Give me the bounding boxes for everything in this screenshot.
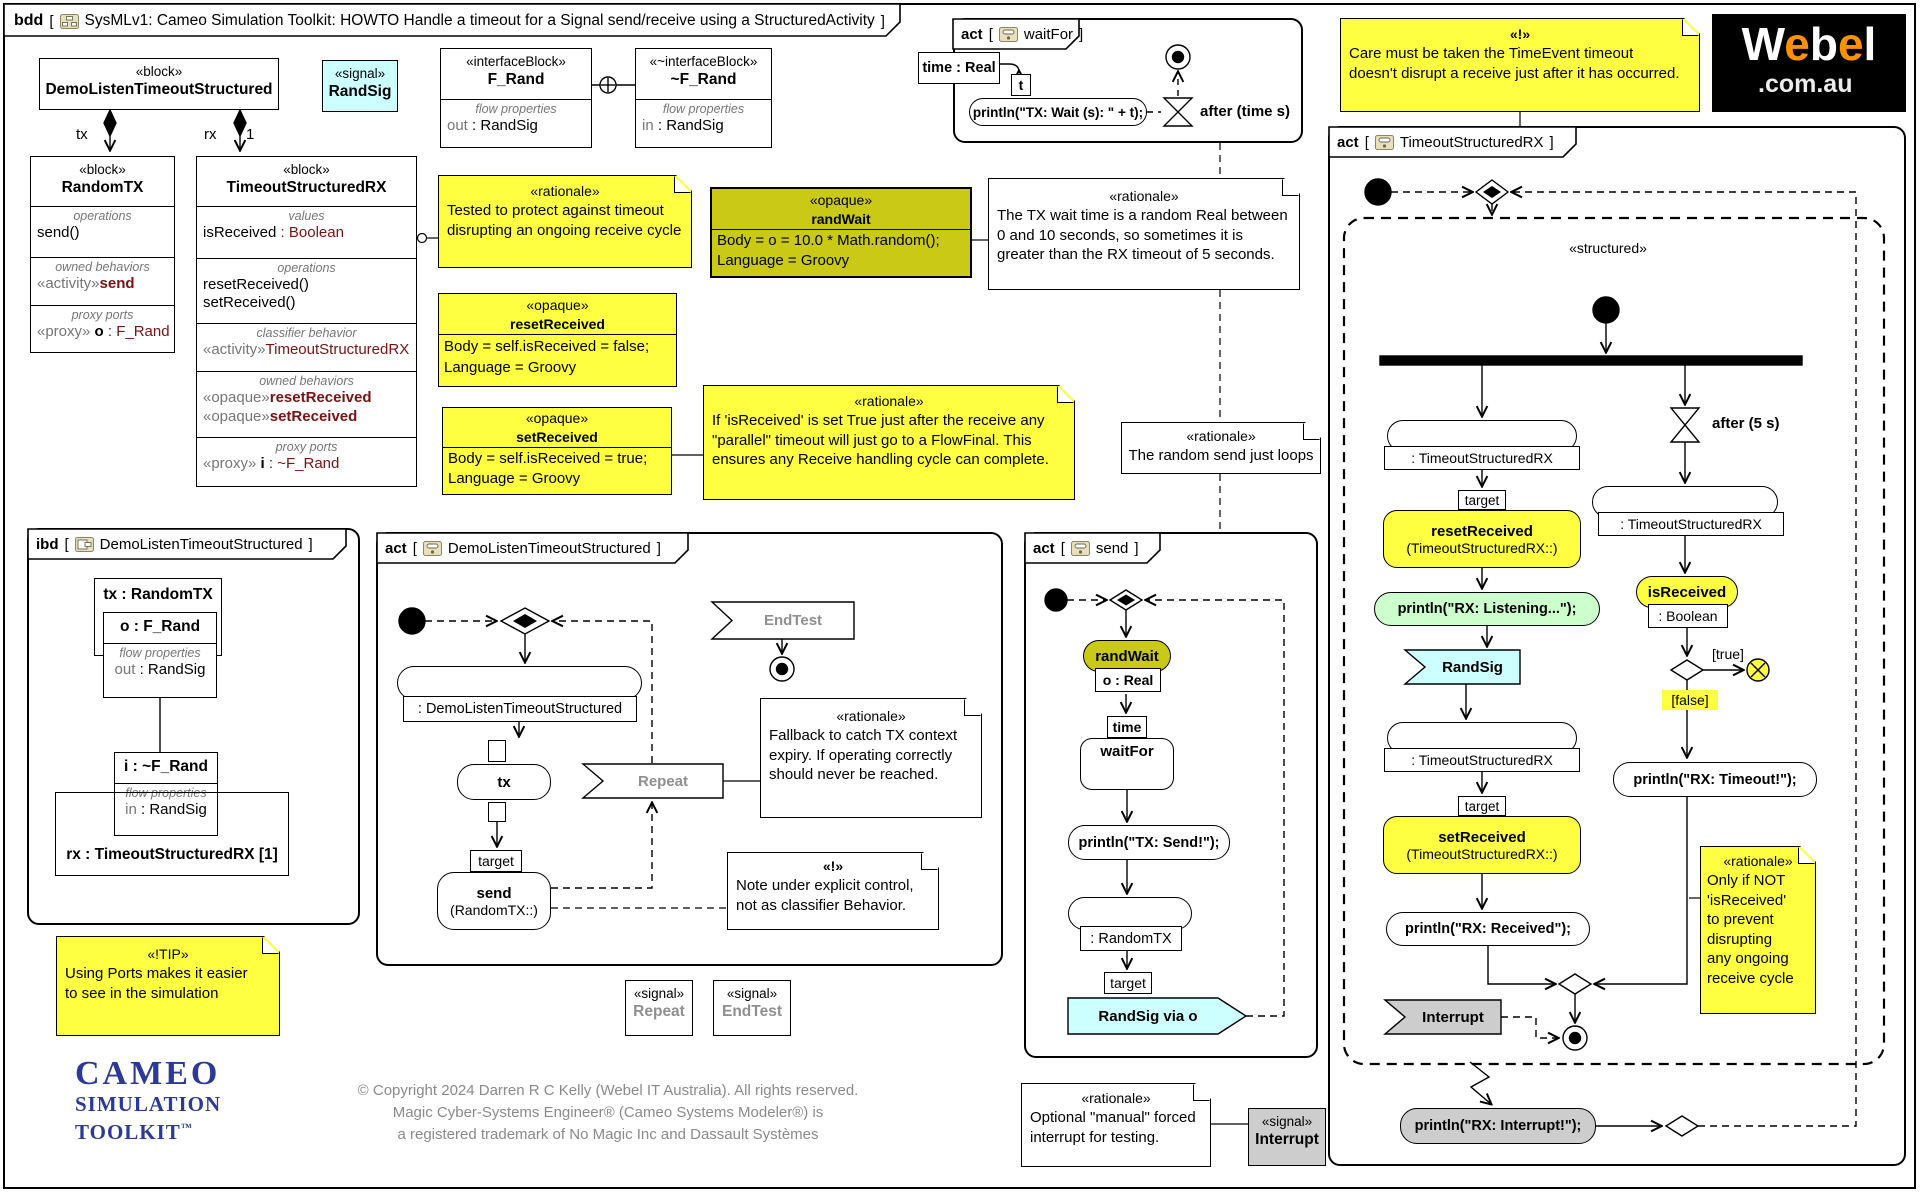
signal-endtest[interactable]: «signal» EndTest — [713, 980, 791, 1036]
send-act-frame[interactable] — [1024, 532, 1318, 1058]
read-self-rx-2-label[interactable]: : TimeoutStructuredRX — [1384, 748, 1580, 772]
target-pin-label[interactable]: target — [1458, 796, 1506, 816]
act-diagram-icon — [1374, 134, 1394, 150]
rationale-note-only[interactable]: «rationale» Only if NOT 'isReceived' to … — [1700, 846, 1816, 1014]
act-diagram-icon — [1070, 540, 1090, 556]
rationale-note-loops[interactable]: «rationale» The random send just loops — [1121, 422, 1321, 474]
bdd-frame[interactable] — [3, 3, 1916, 1189]
action-println-rx-timeout[interactable]: println("RX: Timeout!"); — [1613, 762, 1817, 797]
activity-parameter-time[interactable]: time : Real — [918, 52, 1000, 84]
action-send[interactable]: send (RandomTX::) — [437, 872, 551, 930]
structured-region-label[interactable]: «structured» — [1569, 240, 1647, 256]
call-behavior-demo[interactable] — [397, 666, 642, 700]
interfaceblock-nfrand[interactable]: «~interfaceBlock»~F_Rand flow properties… — [635, 48, 772, 148]
action-resetreceived[interactable]: resetReceived (TimeoutStructuredRX::) — [1383, 510, 1581, 568]
multiplicity-label[interactable]: 1 — [246, 126, 255, 143]
time-event-label[interactable]: after (time s) — [1200, 103, 1291, 120]
guard-false-label[interactable]: [false] — [1662, 690, 1718, 710]
action-println-tx-send[interactable]: println("TX: Send!"); — [1068, 825, 1230, 860]
action-tx[interactable]: tx — [457, 764, 551, 800]
act-diagram-icon — [422, 540, 442, 556]
opaque-behavior-setreceived[interactable]: «opaque» setReceived Body = self.isRecei… — [442, 407, 672, 495]
time-event-after5-label[interactable]: after (5 s) — [1712, 415, 1780, 432]
rx-act-frame[interactable] — [1328, 126, 1906, 1166]
opaque-behavior-randwait[interactable]: «opaque» randWait Body = o = 10.0 * Math… — [710, 187, 972, 278]
action-println-tx-wait[interactable]: println("TX: Wait (s): " + t); — [969, 98, 1147, 126]
send-act-frame-title[interactable]: act[ send] — [1033, 539, 1139, 557]
waitfor-frame-title[interactable]: act[ waitFor] — [961, 25, 1084, 43]
read-self-rx-1-label[interactable]: : TimeoutStructuredRX — [1384, 446, 1580, 470]
isreceived-type-label[interactable]: : Boolean — [1648, 604, 1728, 628]
rx-act-frame-title[interactable]: act[ TimeoutStructuredRX] — [1337, 133, 1554, 151]
webel-logo[interactable]: Webel .com.au — [1712, 14, 1906, 112]
port-o-frand[interactable]: o : F_Rand flow properties out : RandSig — [103, 612, 217, 698]
target-pin-label[interactable]: target — [470, 850, 522, 872]
rationale-note-fallback[interactable]: «rationale» Fallback to catch TX context… — [760, 698, 982, 818]
act-diagram-icon — [998, 26, 1018, 42]
signal-interrupt[interactable]: «signal» Interrupt — [1248, 1108, 1326, 1166]
signal-randsig[interactable]: «signal» RandSig — [322, 60, 398, 112]
role-label-rx[interactable]: rx — [204, 126, 217, 143]
action-println-rx-listening[interactable]: println("RX: Listening..."); — [1374, 592, 1600, 626]
signal-repeat[interactable]: «signal» Repeat — [625, 980, 693, 1036]
accept-event-randsig-label[interactable]: RandSig — [1442, 658, 1503, 676]
demo-act-frame-title[interactable]: act[ DemoListenTimeoutStructured] — [385, 539, 661, 557]
pin[interactable] — [488, 740, 506, 762]
output-pin-o-real[interactable]: o : Real — [1095, 668, 1161, 692]
action-println-rx-received[interactable]: println("RX: Received"); — [1386, 912, 1590, 946]
tip-note[interactable]: «!TIP» Using Ports makes it easier to se… — [56, 936, 280, 1036]
accept-event-repeat-label[interactable]: Repeat — [637, 772, 689, 790]
accept-event-interrupt-label[interactable]: Interrupt — [1422, 1008, 1484, 1026]
rationale-note-flowfinal[interactable]: «rationale» If 'isReceived' is set True … — [703, 385, 1075, 500]
bdd-frame-title[interactable]: bdd [ SysMLv1: Cameo Simulation Toolkit:… — [14, 12, 885, 30]
port-i-nfrand[interactable]: i : ~F_Rand flow properties in : RandSig — [114, 752, 218, 836]
call-behavior-demo-label[interactable]: : DemoListenTimeoutStructured — [403, 696, 637, 722]
rationale-note-tested[interactable]: «rationale» Tested to protect against ti… — [438, 175, 692, 268]
ibd-diagram-icon — [74, 536, 94, 552]
opaque-behavior-resetreceived[interactable]: «opaque» resetReceived Body = self.isRec… — [438, 293, 677, 387]
part-rx-timeoutstructuredrx[interactable]: rx : TimeoutStructuredRX [1] — [55, 792, 289, 876]
ibd-frame-title[interactable]: ibd[ DemoListenTimeoutStructured] — [36, 535, 313, 553]
copyright-text: © Copyright 2024 Darren R C Kelly (Webel… — [357, 1082, 859, 1143]
accept-event-endtest-label[interactable]: EndTest — [763, 612, 823, 629]
guard-true-label[interactable]: [true] — [1712, 646, 1744, 662]
send-signal-randsig-label[interactable]: RandSig via o — [1098, 1007, 1198, 1025]
warning-note-explicit[interactable]: «!» Note under explicit control, not as … — [727, 852, 939, 930]
read-self-randomtx-label[interactable]: : RandomTX — [1080, 926, 1182, 951]
input-pin-time[interactable]: time — [1107, 716, 1147, 738]
read-self-rx-3-label[interactable]: : TimeoutStructuredRX — [1598, 512, 1784, 536]
action-setreceived[interactable]: setReceived (TimeoutStructuredRX::) — [1383, 816, 1581, 874]
warning-note-care[interactable]: «!» Care must be taken the TimeEvent tim… — [1340, 18, 1700, 112]
target-pin-label[interactable]: target — [1458, 490, 1506, 510]
pin[interactable] — [488, 802, 506, 822]
cameo-simulation-toolkit-logo: Cameo Simulation Toolkit™ — [75, 1055, 222, 1145]
target-pin-label[interactable]: target — [1104, 972, 1152, 994]
rationale-note-manual[interactable]: «rationale» Optional "manual" forced int… — [1021, 1083, 1211, 1167]
demo-act-frame[interactable] — [376, 532, 1003, 966]
rationale-note-txwait[interactable]: «rationale» The TX wait time is a random… — [988, 178, 1300, 290]
call-behavior-waitfor[interactable]: waitFor — [1080, 738, 1174, 790]
bdd-diagram-icon — [59, 13, 79, 29]
role-label-tx[interactable]: tx — [76, 126, 88, 143]
block-demolistentimeoutstructured[interactable]: «block» DemoListenTimeoutStructured — [39, 58, 279, 110]
action-println-rx-interrupt[interactable]: println("RX: Interrupt!"); — [1400, 1108, 1596, 1144]
input-pin-t[interactable]: t — [1011, 74, 1031, 96]
